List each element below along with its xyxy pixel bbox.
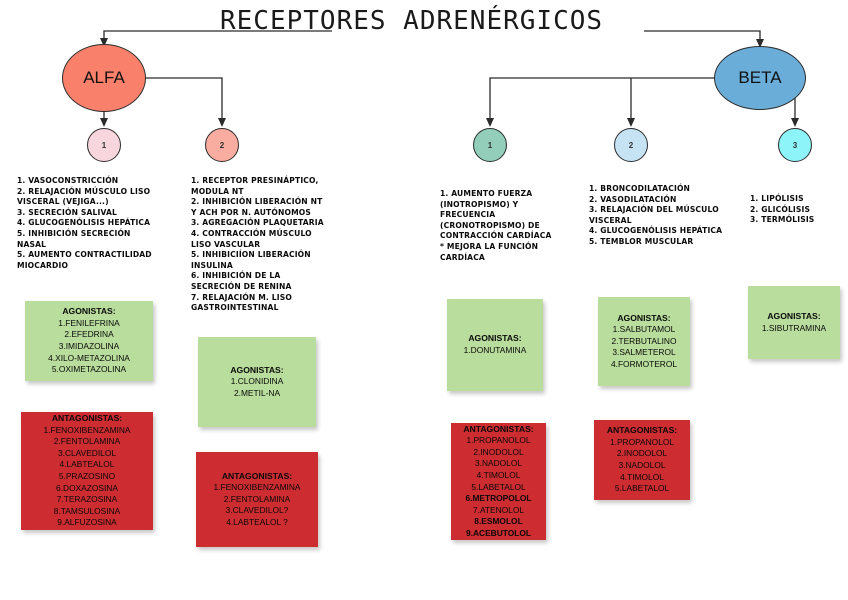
page-title: RECEPTORES ADRENÉRGICOS <box>220 6 604 36</box>
card-header: AGONISTAS: <box>767 310 821 321</box>
effects-list-beta-2: 1. BRONCODILATACIÓN 2. VASODILATACIÓN 3.… <box>589 184 723 246</box>
card-header: ANTAGONISTAS: <box>463 423 534 434</box>
card-list-item: 5.PRAZOSINO <box>58 471 116 481</box>
card-list-item: 1.PROPANOLOL <box>609 436 675 447</box>
card-list-item: 2.INODOLOL <box>616 448 668 459</box>
agonists-card-beta-1[interactable]: AGONISTAS:1.DONUTAMINA <box>447 299 543 391</box>
card-header: AGONISTAS: <box>230 364 284 375</box>
effects-list-alfa-1: 1. VASOCONSTRICCIÓN 2. RELAJACIÓN MÚSCUL… <box>17 176 152 270</box>
card-list-item: 3.NADOLOL <box>474 458 522 469</box>
card-list-item: 4.TIMOLOL <box>476 469 521 480</box>
card-list-item: 2.FENTOLAMINA <box>223 493 291 504</box>
card-list-item: 3.CLAVEDILOL <box>57 447 117 458</box>
card-list-item: 4.LABTEALOL <box>59 459 115 470</box>
node-alfa[interactable]: ALFA <box>62 44 146 112</box>
node-alfa-1-label: 1 <box>101 140 107 150</box>
node-alfa-label: ALFA <box>83 68 125 87</box>
node-beta-3-label: 3 <box>792 140 798 150</box>
card-list-item: 6.METROPOLOL <box>465 493 532 504</box>
card-list-item: 3.SALMETEROL <box>612 347 676 358</box>
card-list-item: 4.TIMOLOL <box>620 471 664 482</box>
card-list-item: 1.FENILEFRINA <box>58 317 120 328</box>
card-list-item: 1.PROPANOLOL <box>466 435 531 446</box>
card-list-item: 5.LABETALOL <box>471 481 526 492</box>
node-beta-1[interactable]: 1 <box>473 128 507 162</box>
card-list-item: 5.LABETALOL <box>614 483 670 494</box>
card-list-item: 2.FENTOLAMINA <box>53 436 121 447</box>
card-header: ANTAGONISTAS: <box>606 425 678 436</box>
card-list-item: 4.FORMOTEROL <box>610 358 678 369</box>
card-list-item: 1.FENOXIBENZAMINA <box>43 424 131 435</box>
card-list-item: 5.OXIMETAZOLINA <box>51 364 127 375</box>
card-list-item: 1.CLONIDINA <box>230 376 284 387</box>
card-header: AGONISTAS: <box>468 333 522 344</box>
card-header: AGONISTAS: <box>62 306 116 317</box>
card-header: ANTAGONISTAS: <box>221 470 293 481</box>
effects-list-beta-1: 1. AUMENTO FUERZA (INOTROPISMO) Y FRECUE… <box>440 189 552 262</box>
card-list-item: 9.ACEBUTOLOL <box>466 527 531 538</box>
node-beta-2[interactable]: 2 <box>614 128 648 162</box>
card-list-item: 4.XILO-METAZOLINA <box>48 352 130 363</box>
card-list-item: 1.SALBUTAMOL <box>612 324 676 335</box>
effects-list-alfa-2: 1. RECEPTOR PRESINÁPTICO, MODULA NT 2. I… <box>191 176 324 313</box>
card-list-item: 2.EFEDRINA <box>64 329 114 340</box>
node-alfa-2-label: 2 <box>219 140 225 150</box>
card-list-item: 4.LABTEALOL ? <box>226 516 288 527</box>
node-alfa-2[interactable]: 2 <box>205 128 239 162</box>
node-beta-label: BETA <box>738 68 782 87</box>
card-list-item: 7.TERAZOSINA <box>56 494 118 505</box>
agonists-card-beta-3[interactable]: AGONISTAS:1.SIBUTRAMINA <box>748 286 840 359</box>
card-list-item: 1.DONUTAMINA <box>463 345 527 355</box>
card-list-item: 3.CLAVEDILOL? <box>225 505 289 516</box>
card-list-item: 9.ALFUZOSINA <box>57 517 117 528</box>
effects-list-beta-3: 1. LIPÓLISIS 2. GLICÓLISIS 3. TERMÓLISIS <box>750 194 815 225</box>
card-header: AGONISTAS: <box>617 312 671 323</box>
card-list-item: 1.FENOXIBENZAMINA <box>213 482 301 493</box>
node-beta[interactable]: BETA <box>714 46 806 110</box>
node-beta-3[interactable]: 3 <box>778 128 812 162</box>
card-list-item: 8.TAMSULOSINA <box>53 505 121 516</box>
card-header: ANTAGONISTAS: <box>51 413 123 424</box>
card-list-item: 1.SIBUTRAMINA <box>761 322 827 333</box>
node-alfa-1[interactable]: 1 <box>87 128 121 162</box>
card-list-item: 2.TERBUTALINO <box>611 335 677 346</box>
card-list-item: 8.ESMOLOL <box>474 516 523 527</box>
card-list-item: 3.NADOLOL <box>618 460 666 470</box>
node-beta-1-label: 1 <box>487 140 493 150</box>
card-list-item: 3.IMIDAZOLINA <box>58 341 120 351</box>
card-list-item: 2.INODOLOL <box>473 446 524 457</box>
card-list-item: 6.DOXAZOSINA <box>56 482 118 493</box>
card-list-item: 7.ATENOLOL <box>472 504 525 515</box>
card-list-item: 2.METIL-NA <box>233 387 281 398</box>
node-beta-2-label: 2 <box>628 140 634 150</box>
